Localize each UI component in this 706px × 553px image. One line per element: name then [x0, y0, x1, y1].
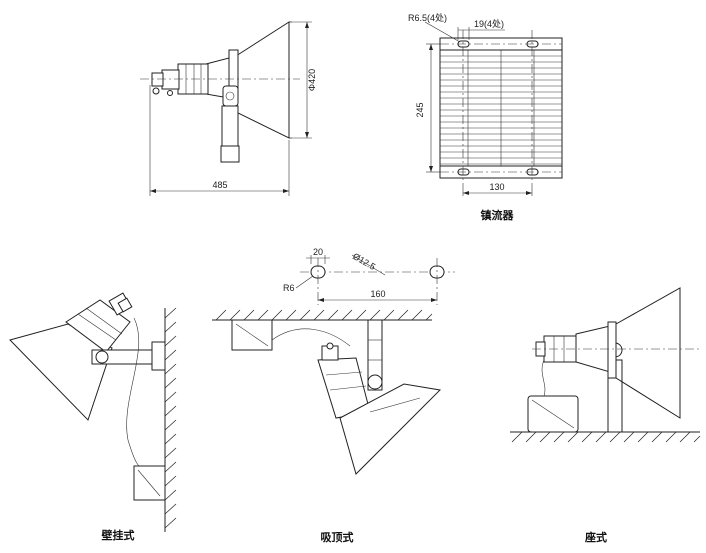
ceiling-mount-view: 吸顶式	[212, 309, 442, 544]
dim-20: 20	[313, 247, 323, 257]
dim-19: 19(4处)	[474, 18, 504, 29]
dim-160: 160	[370, 289, 385, 299]
side-view: 485 Φ420	[140, 21, 317, 196]
dim-485: 485	[212, 180, 227, 190]
dim-245: 245	[415, 102, 425, 117]
slot-detail: 20 Ø12.5 R6 160	[283, 247, 455, 305]
floor-mount-caption: 座式	[584, 530, 607, 544]
dim-r6: R6	[283, 283, 295, 293]
wall-mount-view: 壁挂式	[9, 292, 177, 542]
floor-mount-view: 座式	[510, 287, 701, 544]
dim-phi12.5: Ø12.5	[351, 251, 377, 272]
ballast-view: R6.5(4处) 19(4处) 245 130 镇流器	[408, 12, 563, 222]
dim-r6.5: R6.5(4处)	[408, 12, 447, 23]
dim-130: 130	[489, 182, 504, 192]
ballast-fins	[440, 44, 562, 172]
wall-mount-caption: 壁挂式	[102, 528, 135, 542]
ceiling-mount-caption: 吸顶式	[321, 530, 354, 544]
ballast-caption: 镇流器	[481, 208, 515, 222]
dim-phi420: Φ420	[307, 69, 317, 91]
